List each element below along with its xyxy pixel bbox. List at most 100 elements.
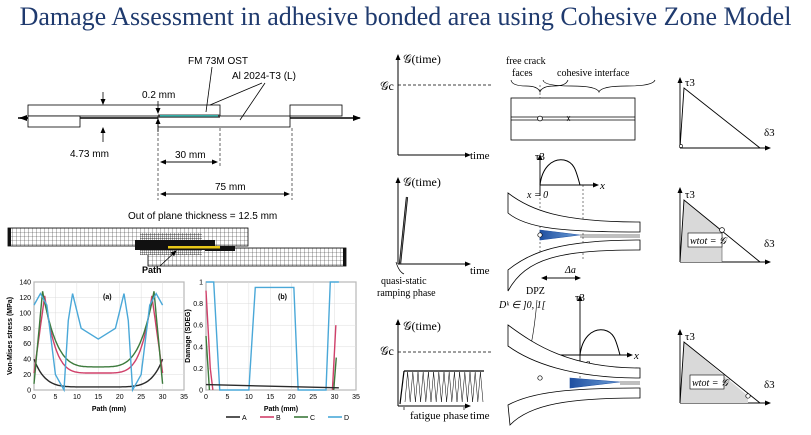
series-c-stress xyxy=(33,291,164,384)
b-ytick: 0 xyxy=(199,388,203,395)
series-c-damage xyxy=(205,335,337,391)
g-time-label-1: 𝒢(time) xyxy=(403,52,441,66)
x-label-2: x xyxy=(599,180,605,192)
adherend-label: Al 2024-T3 (L) xyxy=(232,71,296,82)
bondline-label: 0.2 mm xyxy=(142,90,175,101)
thickness-label: 4.73 mm xyxy=(70,149,109,160)
g-time-label-2: 𝒢(time) xyxy=(403,175,441,189)
b-ytick: 0.2 xyxy=(193,366,203,373)
overlap-label: 30 mm xyxy=(175,150,206,161)
damage-panel-label: (b) xyxy=(278,294,287,301)
wtot-label-2: wtot = 𝒢 xyxy=(690,236,728,247)
legend-label-b: B xyxy=(276,415,281,422)
tau3-label-3: τ3 xyxy=(575,292,585,304)
g-time-label-3: 𝒢(time) xyxy=(403,319,441,333)
b-xtick: 35 xyxy=(352,394,360,401)
traction-separation-laws: τ3 δ3 τ3 δ3 wtot = 𝒢 τ3 δ3 wtot = 𝒢 xyxy=(677,77,775,406)
b-xtick: 0 xyxy=(204,394,208,401)
a-ytick: 20 xyxy=(23,372,31,379)
stress-panel-label: (a) xyxy=(103,294,112,301)
b-xtick: 30 xyxy=(331,394,339,401)
path-label: Path xyxy=(142,265,162,275)
tau3-label-t3: τ3 xyxy=(685,331,695,343)
b-xtick: 20 xyxy=(288,394,296,401)
tau3-label-t2: τ3 xyxy=(685,189,695,201)
damage-plot: 0 0.2 0.4 0.6 0.8 1 0 5 10 15 20 25 30 35 (b) Path (… xyxy=(185,280,360,414)
span-label: 75 mm xyxy=(215,182,246,193)
fe-mesh: Out of plane thickness = 12.5 mm Path xyxy=(7,211,347,275)
path-line xyxy=(168,246,220,249)
a-xtick: 10 xyxy=(73,394,81,401)
b-xtick: 5 xyxy=(225,394,229,401)
delta-a-label: Δa xyxy=(564,265,576,276)
damage-process-zone-2 xyxy=(569,377,621,389)
cohesive-interface-diagrams: free crack faces cohesive interface τ3 x… xyxy=(498,56,656,426)
cohesive-label: cohesive interface xyxy=(557,68,630,79)
dk-label: Dᵏ ∈ ]0, 1[ xyxy=(498,300,547,311)
a-xtick: 20 xyxy=(116,394,124,401)
fatigue-label: fatigue phase xyxy=(410,410,468,422)
damage-process-zone-1 xyxy=(539,229,581,241)
b-xtick: 25 xyxy=(309,394,317,401)
loading-histories: 𝒢(time) 𝒢c time 𝒢(time) time quasi-stati… xyxy=(377,52,492,422)
dpz-label: DPZ xyxy=(526,286,545,297)
b-ytick: 0.4 xyxy=(193,344,203,351)
gc-label-3: 𝒢c xyxy=(380,344,394,358)
damage-plot-frame xyxy=(205,281,357,391)
stress-xlabel: Path (mm) xyxy=(92,406,126,413)
a-xtick: 25 xyxy=(137,394,145,401)
series-b-stress xyxy=(33,295,164,374)
page-title: Damage Assessment in adhesive bonded are… xyxy=(19,2,792,31)
a-xtick: 30 xyxy=(159,394,167,401)
a-xtick: 5 xyxy=(53,394,57,401)
x-label-3: x xyxy=(633,350,639,362)
damage-xlabel: Path (mm) xyxy=(264,406,298,413)
left-tab xyxy=(27,115,81,128)
a-xtick: 0 xyxy=(32,394,36,401)
faces-label: faces xyxy=(512,68,533,79)
out-of-plane-label: Out of plane thickness = 12.5 mm xyxy=(128,211,277,222)
legend-label-c: C xyxy=(310,415,315,422)
ramping-label: ramping phase xyxy=(377,288,436,299)
specimen-diagram: FM 73M OST Al 2024-T3 (L) 0.2 mm 4.73 mm… xyxy=(18,56,361,200)
b-ytick: 0.6 xyxy=(193,323,203,330)
gc-label-1: 𝒢c xyxy=(380,79,394,93)
tau3-label-t1: τ3 xyxy=(685,77,695,89)
time-label-2: time xyxy=(470,265,490,277)
quasi-static-label: quasi-static xyxy=(381,276,427,287)
delta3-label-t1: δ3 xyxy=(764,127,775,139)
series-b-damage xyxy=(205,290,337,391)
legend-label-d: D xyxy=(344,415,349,422)
delta3-label-t2: δ3 xyxy=(764,238,775,250)
top-adherend xyxy=(27,104,221,117)
a-ytick: 0 xyxy=(27,388,31,395)
wtot-label-3: wtot = 𝒢 xyxy=(692,378,730,389)
x0-label-2: x = 0 xyxy=(526,190,548,201)
time-label-1: time xyxy=(470,150,490,162)
b-ytick: 1 xyxy=(199,280,203,287)
a-xtick: 35 xyxy=(180,394,188,401)
a-ytick: 40 xyxy=(23,357,31,364)
a-ytick: 140 xyxy=(19,280,31,287)
time-label-3: time xyxy=(470,410,490,422)
b-xtick: 10 xyxy=(245,394,253,401)
free-crack-label: free crack xyxy=(506,56,546,67)
legend-label-a: A xyxy=(242,415,247,422)
a-xtick: 15 xyxy=(94,394,102,401)
b-ytick: 0.8 xyxy=(193,301,203,308)
stress-ylabel: Von-Mises stress (MPa) xyxy=(7,297,14,375)
plot-legend: A B C D xyxy=(226,415,349,422)
series-a-stress xyxy=(33,358,164,388)
a-ytick: 60 xyxy=(23,341,31,348)
series-a-damage xyxy=(205,383,339,389)
a-ytick: 80 xyxy=(23,326,31,333)
damage-ylabel: Damage (SDEG) xyxy=(185,309,192,363)
series-d-stress xyxy=(33,292,164,393)
a-ytick: 120 xyxy=(19,295,31,302)
delta3-label-t3: δ3 xyxy=(764,379,775,391)
fatigue-signal xyxy=(404,371,484,403)
b-xtick: 15 xyxy=(266,394,274,401)
right-tab xyxy=(289,104,343,117)
